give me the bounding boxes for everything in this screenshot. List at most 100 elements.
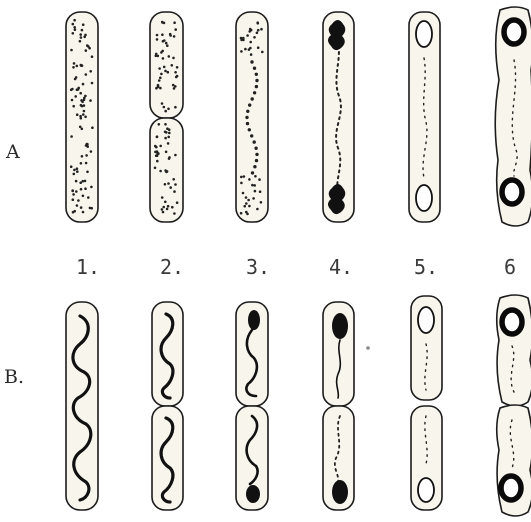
granule — [173, 190, 176, 193]
granule — [257, 29, 260, 32]
speck — [366, 346, 370, 350]
granule — [248, 103, 251, 106]
cell-b6-lower-spore — [501, 476, 521, 500]
granule — [75, 180, 78, 183]
granule — [84, 180, 87, 183]
granule — [248, 30, 251, 33]
granule — [76, 167, 79, 170]
granule — [80, 36, 83, 39]
granule — [156, 38, 159, 41]
cell-a3 — [236, 12, 268, 222]
granule — [76, 88, 79, 91]
granule — [164, 110, 167, 113]
granule — [249, 28, 252, 31]
granule — [171, 206, 174, 209]
granule — [174, 106, 177, 109]
granule — [171, 64, 174, 67]
granule — [251, 184, 254, 187]
granule — [166, 44, 169, 47]
cell-b1 — [66, 302, 98, 510]
granule — [82, 180, 85, 183]
granule — [165, 151, 168, 154]
granule — [73, 19, 76, 22]
granule — [169, 186, 172, 189]
granule — [240, 176, 243, 179]
granule — [248, 178, 251, 181]
granule — [174, 71, 177, 74]
granule — [87, 196, 90, 199]
granule — [246, 213, 249, 216]
granule — [73, 173, 76, 176]
granule — [250, 134, 253, 137]
granule — [159, 145, 162, 148]
cell-b3-upper-spore-forming — [248, 310, 260, 330]
granule — [83, 110, 86, 113]
cell-a6-lower-spore — [502, 180, 522, 204]
granule — [84, 187, 87, 190]
granule — [154, 151, 157, 154]
granule — [255, 153, 258, 156]
granule — [173, 21, 176, 24]
granule — [159, 170, 162, 173]
granule — [167, 71, 170, 74]
granule — [242, 192, 245, 195]
granule — [240, 182, 243, 185]
cell-a1 — [66, 12, 98, 222]
granule — [72, 32, 75, 35]
granule — [257, 46, 260, 49]
granule — [85, 49, 88, 52]
granule — [73, 169, 76, 172]
granule — [168, 132, 171, 135]
granule — [260, 201, 263, 204]
granule — [86, 171, 89, 174]
granule — [167, 108, 170, 111]
granule — [176, 75, 179, 78]
granule — [249, 47, 252, 50]
granule — [87, 45, 90, 48]
cell-b6-upper-spore — [502, 310, 522, 334]
cell-a3-wall — [236, 12, 268, 222]
granule — [245, 202, 248, 205]
granule — [91, 55, 94, 58]
granule — [72, 193, 75, 196]
cell-a1-wall — [66, 12, 98, 222]
granule — [252, 197, 255, 200]
stage-number-3: 3. — [246, 255, 270, 279]
granule — [73, 26, 76, 29]
granule — [255, 79, 258, 82]
granule — [161, 33, 164, 36]
granule — [165, 131, 168, 134]
granule — [254, 190, 257, 193]
granule — [80, 206, 83, 209]
cell-b3-lower-spore-forming — [246, 485, 260, 503]
stage-number-1: 1. — [76, 255, 100, 279]
granule — [259, 190, 262, 193]
granule — [77, 199, 80, 202]
granule — [176, 66, 179, 69]
granule — [71, 99, 74, 102]
granule — [245, 116, 248, 119]
granule — [244, 48, 247, 51]
granule — [74, 95, 77, 98]
granule — [255, 85, 258, 88]
granule — [85, 73, 88, 76]
cell-a2-upper-wall — [150, 12, 183, 118]
granule — [156, 160, 159, 163]
granule — [246, 34, 249, 37]
granule — [76, 65, 79, 68]
granule — [167, 136, 170, 139]
granule — [163, 106, 166, 109]
granule — [245, 196, 248, 199]
granule — [261, 51, 264, 54]
granule — [162, 211, 165, 214]
granule — [83, 36, 86, 39]
granule — [79, 115, 82, 118]
granule — [72, 211, 75, 214]
granule — [71, 190, 74, 193]
granule — [254, 175, 257, 178]
granule — [161, 102, 164, 105]
granule — [167, 142, 170, 145]
granule — [90, 186, 93, 189]
cell-b5-upper-spore — [418, 307, 434, 333]
